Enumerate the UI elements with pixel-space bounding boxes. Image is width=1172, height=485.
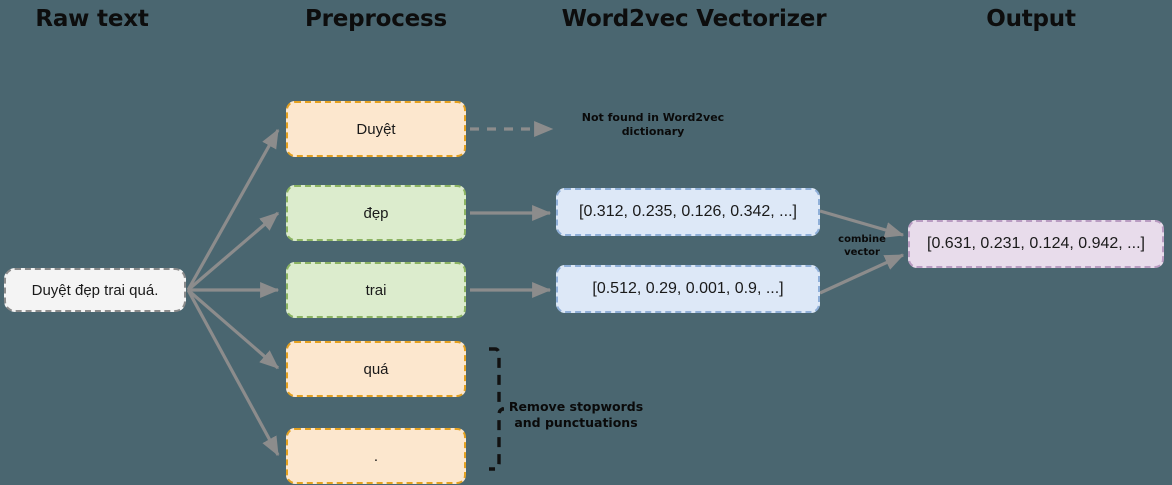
column-title-word2vec-vectorizer: Word2vec Vectorizer <box>561 6 827 32</box>
token-label: quá <box>363 360 389 378</box>
brace-removed-tokens <box>489 347 505 471</box>
arrow-raw-to-dep <box>186 211 280 292</box>
arrow-raw-to-punct <box>186 289 280 457</box>
arrow-vector-2-to-output <box>819 253 905 295</box>
token-label: trai <box>365 281 387 299</box>
output-vector-box: [0.631, 0.231, 0.124, 0.942, ...] <box>908 220 1164 268</box>
annotation-combine-vector: combine vector <box>838 234 886 258</box>
token-box-duyet: Duyệt <box>286 101 466 157</box>
column-title-output: Output <box>986 6 1076 32</box>
token-box-trai: trai <box>286 262 466 318</box>
token-box-qua: quá <box>286 341 466 397</box>
arrow-raw-to-duyet <box>186 128 280 291</box>
token-box-dep: đẹp <box>286 185 466 241</box>
raw-text-box: Duyệt đẹp trai quá. <box>4 268 186 312</box>
arrow-vector-1-to-output <box>819 209 905 238</box>
column-title-raw-text: Raw text <box>35 6 149 32</box>
token-box-punctuation: . <box>286 428 466 484</box>
annotation-remove-stopwords: Remove stopwords and punctuations <box>508 399 644 430</box>
raw-text-value: Duyệt đẹp trai quá. <box>31 281 159 299</box>
vector-value: [0.512, 0.29, 0.001, 0.9, ...] <box>592 280 784 297</box>
annotation-not-found: Not found in Word2vec dictionary <box>581 111 725 139</box>
token-label: . <box>373 447 379 465</box>
token-label: đẹp <box>363 204 389 222</box>
vector-box-1: [0.312, 0.235, 0.126, 0.342, ...] <box>556 188 820 236</box>
token-label: Duyệt <box>356 120 396 138</box>
arrow-raw-to-qua <box>186 288 280 370</box>
column-title-preprocess: Preprocess <box>304 6 448 32</box>
vector-value: [0.312, 0.235, 0.126, 0.342, ...] <box>579 203 797 220</box>
vector-box-2: [0.512, 0.29, 0.001, 0.9, ...] <box>556 265 820 313</box>
output-vector-value: [0.631, 0.231, 0.124, 0.942, ...] <box>927 235 1145 252</box>
